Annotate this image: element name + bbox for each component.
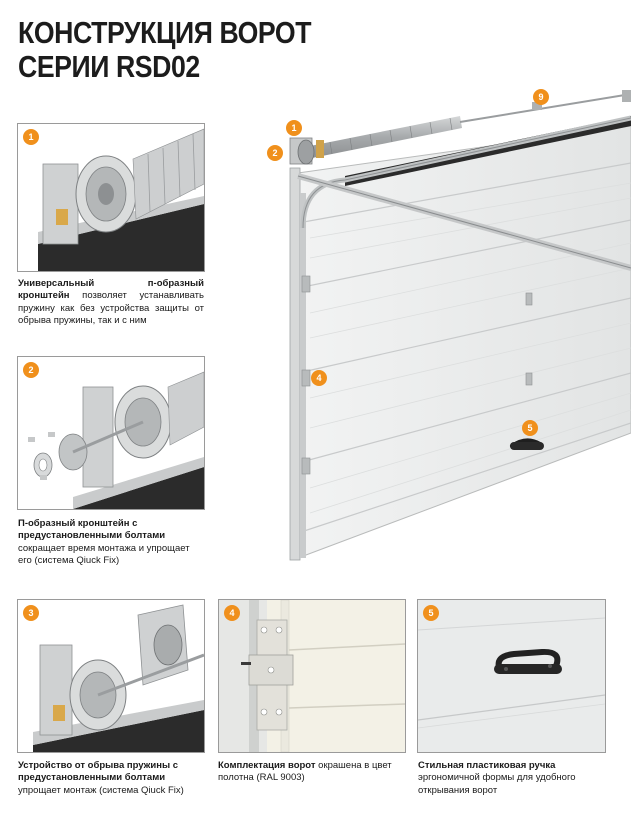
caption-3: Устройство от обрыва пружины с предустан… — [18, 760, 204, 797]
caption-3-text: упрощает монтаж (система Qiuck Fix) — [18, 784, 184, 796]
caption-1-text: позволяет устанавливать пружину как без … — [18, 290, 204, 327]
bracket-drawing-2 — [18, 357, 204, 509]
bracket-drawing-3 — [18, 600, 204, 752]
title-line-2: СЕРИИ RSD02 — [18, 49, 200, 84]
detail-panel-4: 4 — [218, 599, 406, 753]
title-line-1: КОНСТРУКЦИЯ ВОРОТ — [18, 15, 312, 50]
caption-4-text: окрашена в цвет полотна (RAL 9003) — [218, 760, 392, 784]
caption-4-bold: Комплектация ворот — [218, 760, 316, 771]
caption-5: Стильная пластиковая ручка эргономичной … — [418, 760, 608, 797]
badge-1-main: 1 — [286, 120, 302, 136]
detail-panel-3: 3 — [17, 599, 205, 753]
handle-drawing-5 — [418, 600, 605, 752]
detail-panel-2: 2 — [17, 356, 205, 510]
caption-5-text: эргономичной формы для удобного открыван… — [418, 772, 576, 796]
caption-2: П-образный кронштейн с предустановленным… — [18, 518, 204, 568]
caption-4: Комплектация ворот окрашена в цвет полот… — [218, 760, 408, 785]
hinge-drawing-4 — [219, 600, 405, 752]
badge-2-main: 2 — [267, 145, 283, 161]
bracket-drawing-1 — [18, 124, 204, 271]
badge-4-main: 4 — [311, 370, 327, 386]
detail-panel-1: 1 — [17, 123, 205, 272]
caption-5-bold: Стильная пластиковая ручка — [418, 760, 556, 771]
caption-2-bold: П-образный кронштейн с предустановленным… — [18, 518, 166, 542]
door-drawing — [289, 90, 631, 561]
main-door-illustration: 1 2 9 4 5 — [250, 88, 631, 578]
caption-1: Универсальный п-образный кронштейн позво… — [18, 278, 204, 328]
badge-2-panel: 2 — [23, 362, 39, 378]
badge-4-panel: 4 — [224, 605, 240, 621]
badge-9-main: 9 — [533, 89, 549, 105]
caption-2-text: сокращает время монтажа и упрощает его (… — [18, 542, 190, 567]
badge-3-panel: 3 — [23, 605, 39, 621]
badge-5-panel: 5 — [423, 605, 439, 621]
badge-5-main: 5 — [522, 420, 538, 436]
caption-3-bold: Устройство от обрыва пружины с предустан… — [18, 760, 179, 784]
page-title: КОНСТРУКЦИЯ ВОРОТ СЕРИИ RSD02 — [18, 15, 312, 84]
detail-panel-5: 5 — [417, 599, 606, 753]
badge-1-panel: 1 — [23, 129, 39, 145]
caption-1-bold: Универсальный п-образный кронштейн — [18, 278, 204, 302]
